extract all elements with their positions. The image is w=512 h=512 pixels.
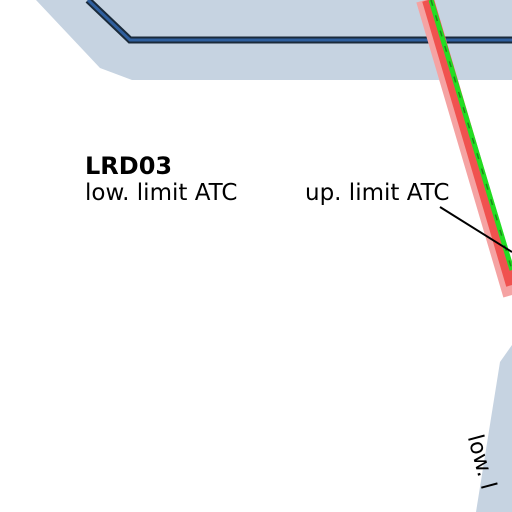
area-name-label: LRD03 — [85, 152, 173, 180]
upper-limit-label: up. limit ATC — [305, 180, 450, 206]
lower-limit-label: low. limit ATC — [85, 180, 238, 206]
airspace-boundary-inner — [86, 0, 512, 42]
airspace-region-bottom[interactable] — [476, 345, 512, 512]
upper-limit-leader-line — [439, 206, 512, 253]
route-corridor-red — [422, 0, 512, 287]
route-line-green[interactable] — [428, 0, 512, 271]
